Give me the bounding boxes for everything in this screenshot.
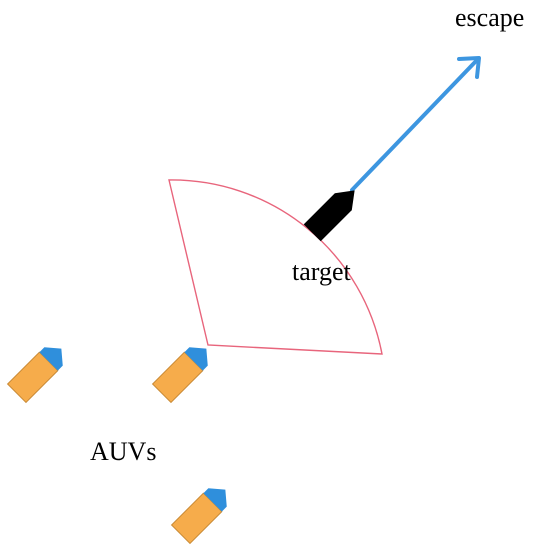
auvs-label: AUVs xyxy=(90,437,156,466)
target-ship-icon xyxy=(303,190,355,242)
escape-arrow-icon xyxy=(350,56,481,192)
detection-sector xyxy=(168,179,383,355)
auv-icon xyxy=(170,488,227,545)
escape-label: escape xyxy=(455,3,524,32)
target-label: target xyxy=(292,257,351,286)
auv-icon xyxy=(151,347,208,404)
auv-icon xyxy=(6,347,63,404)
